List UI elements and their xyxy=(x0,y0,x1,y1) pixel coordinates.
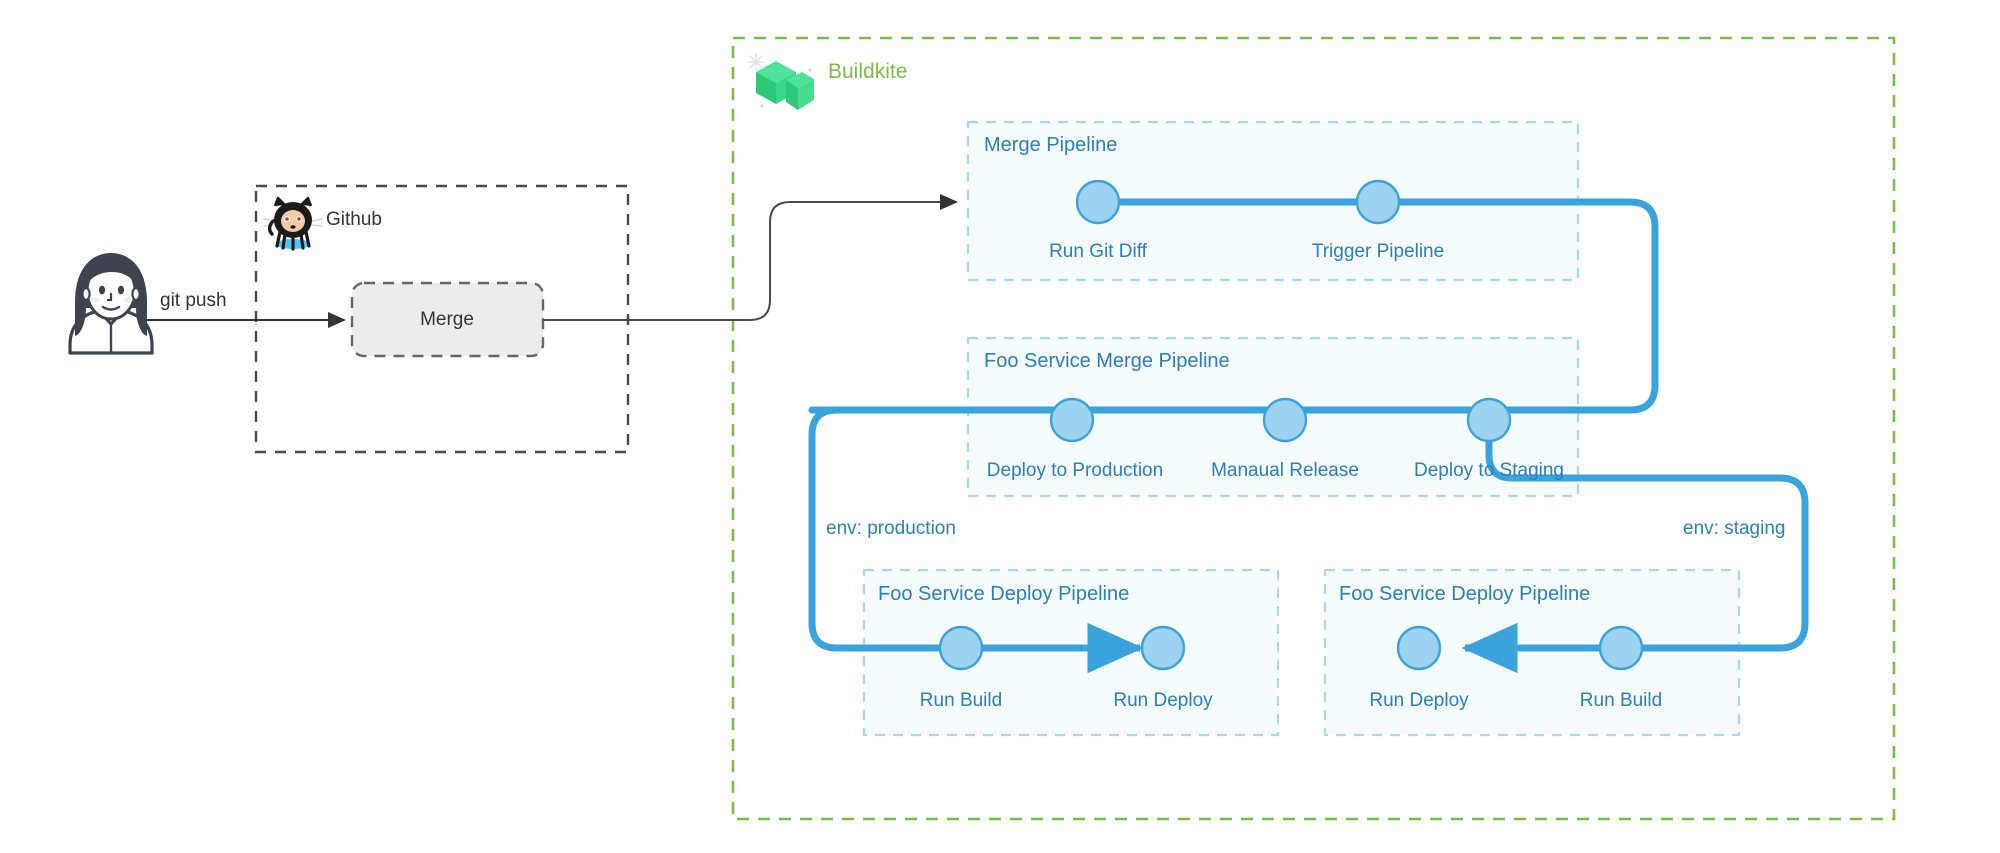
foo-service-merge-pipeline-title: Foo Service Merge Pipeline xyxy=(984,350,1230,372)
merge-pipeline-flow-line xyxy=(1094,198,1659,414)
node-trigger-pipeline[interactable] xyxy=(1355,179,1401,225)
merge-pipeline-title: Merge Pipeline xyxy=(984,134,1118,156)
git-push-label: git push xyxy=(160,290,227,311)
node-run-build-staging[interactable] xyxy=(1598,625,1644,671)
github-group-label: Github xyxy=(326,209,382,230)
node-manaual-release[interactable] xyxy=(1262,397,1308,443)
foo-service-deploy-pipeline-production-title: Foo Service Deploy Pipeline xyxy=(878,583,1130,605)
node-label-trigger-pipeline: Trigger Pipeline xyxy=(1311,241,1445,262)
foo-service-deploy-pipeline-staging-box xyxy=(1323,568,1741,737)
github-octocat-icon xyxy=(262,190,324,252)
production-loop-line xyxy=(808,406,1094,652)
foo-service-deploy-pipeline-staging-title: Foo Service Deploy Pipeline xyxy=(1339,583,1591,605)
node-run-deploy-staging[interactable] xyxy=(1396,625,1442,671)
foo-service-deploy-pipeline-production-box xyxy=(862,568,1280,737)
node-run-deploy-production[interactable] xyxy=(1140,625,1186,671)
node-run-git-diff[interactable] xyxy=(1075,179,1121,225)
env-staging-label: env: staging xyxy=(1683,518,1786,539)
node-label-run-deploy-staging: Run Deploy xyxy=(1369,690,1469,711)
merge-node-label: Merge xyxy=(420,309,474,330)
node-run-build-production[interactable] xyxy=(938,625,984,671)
node-deploy-to-production[interactable] xyxy=(1049,397,1095,443)
person-avatar-icon xyxy=(68,253,154,355)
env-production-label: env: production xyxy=(826,518,956,539)
node-deploy-to-staging[interactable] xyxy=(1466,397,1512,443)
node-label-run-git-diff: Run Git Diff xyxy=(1049,241,1147,262)
staging-loop-line xyxy=(1485,421,1809,652)
node-label-run-deploy-production: Run Deploy xyxy=(1113,690,1213,711)
node-label-run-build-production: Run Build xyxy=(919,690,1003,711)
merge-to-merge-pipeline-connector xyxy=(543,194,958,321)
node-label-deploy-to-staging: Deploy to Staging xyxy=(1414,460,1564,481)
buildkite-group-box xyxy=(731,36,1896,821)
buildkite-group-label: Buildkite xyxy=(828,60,908,83)
buildkite-logo-icon xyxy=(742,42,820,120)
node-label-run-build-staging: Run Build xyxy=(1579,690,1663,711)
node-label-deploy-to-production: Deploy to Production xyxy=(986,460,1164,481)
node-label-manaual-release: Manaual Release xyxy=(1211,460,1359,481)
